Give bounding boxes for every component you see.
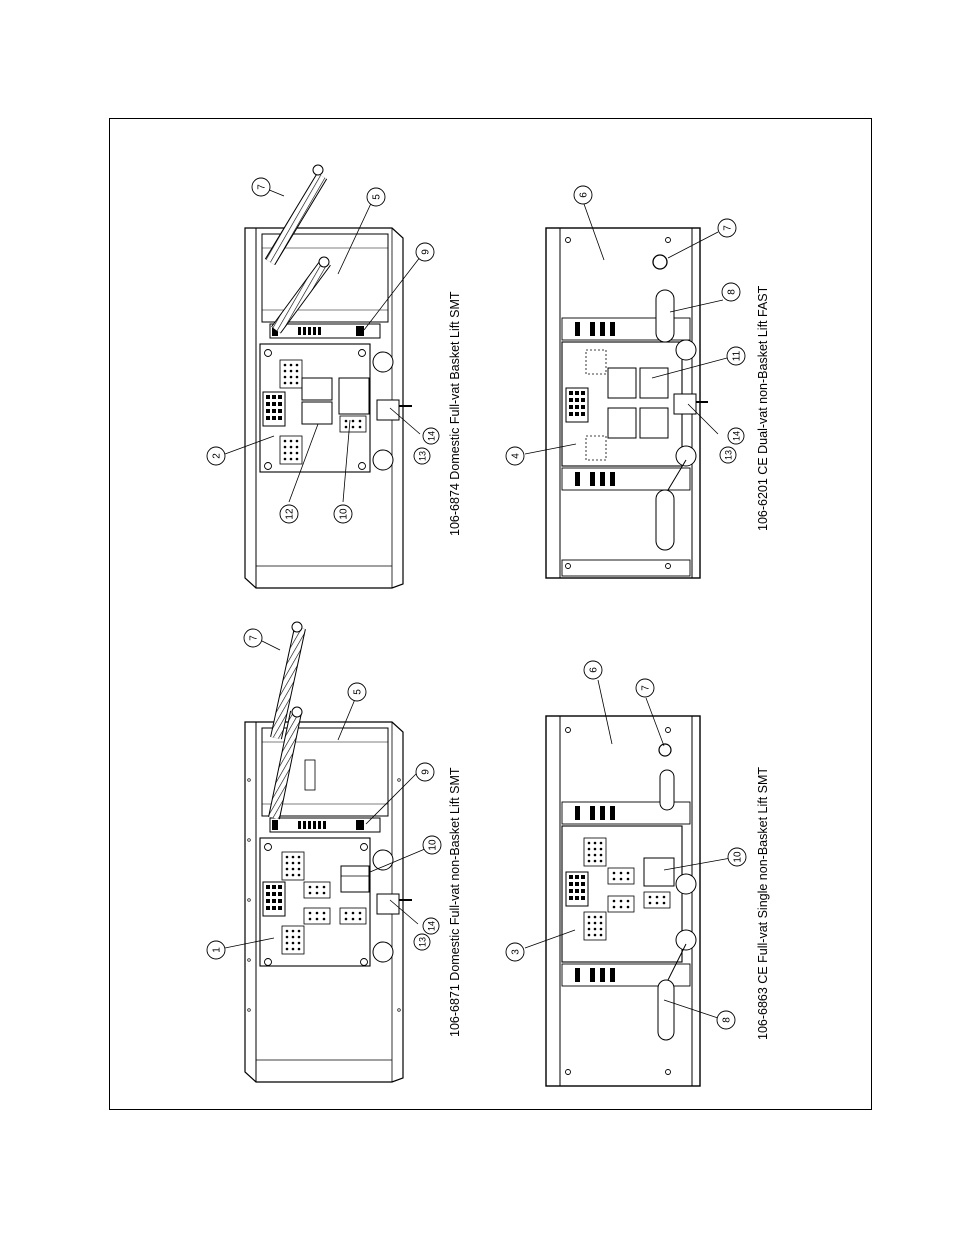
callout-9a: 9: [421, 769, 432, 775]
callout-14a: 14: [427, 921, 437, 931]
callout-5b: 5: [372, 194, 383, 200]
callout-12: 12: [285, 508, 296, 520]
callout-13a: 13: [418, 937, 428, 947]
callout-4: 4: [511, 453, 522, 459]
box-106-6863: [545, 715, 701, 1087]
callout-labels: [224, 186, 732, 1019]
callout-10c: 10: [733, 851, 744, 863]
callout-10b: 10: [339, 508, 350, 520]
callout-11: 11: [732, 350, 743, 361]
callout-13c: 13: [724, 450, 734, 460]
caption-106-6201: 106-6201 CE Dual-vat non-Basket Lift FAS…: [756, 285, 770, 531]
box-106-6874: [244, 164, 412, 589]
callout-7c: 7: [641, 685, 652, 691]
callout-8a: 8: [722, 1017, 733, 1023]
callout-5a: 5: [353, 689, 364, 695]
figure-frame: [109, 118, 872, 1110]
callout-7b: 7: [257, 184, 268, 190]
caption-106-6863: 106-6863 CE Full-vat Single non-Basket L…: [756, 767, 770, 1040]
callout-9b: 9: [421, 249, 432, 255]
callout-3: 3: [511, 949, 522, 955]
callout-7a: 7: [249, 635, 260, 641]
callout-7d: 7: [723, 225, 734, 231]
callout-1: 1: [212, 947, 223, 953]
callout-6b: 6: [579, 192, 590, 198]
box-106-6201: [545, 227, 708, 579]
callout-6a: 6: [589, 667, 600, 673]
caption-106-6874: 106-6874 Domestic Full-vat Basket Lift S…: [448, 291, 462, 536]
callout-2: 2: [212, 453, 223, 459]
callout-13b: 13: [418, 451, 428, 461]
callout-8b: 8: [727, 289, 738, 295]
callout-14c: 14: [732, 431, 742, 441]
box-106-6871: [244, 621, 412, 1083]
callout-10a: 10: [428, 839, 439, 851]
callout-14b: 14: [427, 431, 437, 441]
caption-106-6871: 106-6871 Domestic Full-vat non-Basket Li…: [448, 767, 462, 1037]
